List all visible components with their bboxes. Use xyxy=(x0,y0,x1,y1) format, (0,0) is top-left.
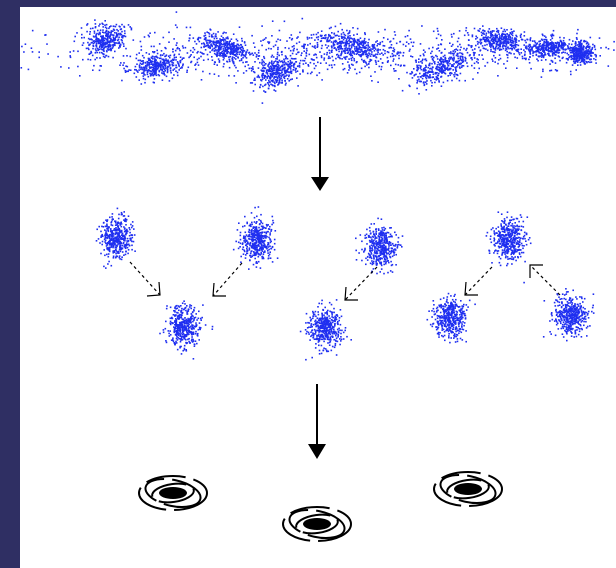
clump-4 xyxy=(355,217,404,275)
arrow-down-2 xyxy=(308,384,326,459)
particle-filament xyxy=(20,11,615,104)
galaxy-1 xyxy=(138,475,208,511)
merge-arrow-1 xyxy=(129,261,161,297)
galaxy-2 xyxy=(282,506,352,542)
filament-knot-8 xyxy=(514,28,601,62)
clump-5 xyxy=(299,299,352,361)
merge-arrow-4 xyxy=(464,266,493,296)
structure-formation-diagram xyxy=(20,7,616,568)
filament-knot-2 xyxy=(121,47,191,85)
arrow-down-1 xyxy=(311,117,329,191)
galaxy-3 xyxy=(433,471,503,507)
clump-3 xyxy=(159,300,214,360)
filament-knot-5 xyxy=(314,26,404,69)
filament-knot-1 xyxy=(69,19,135,61)
clump-1 xyxy=(95,207,136,269)
filament-knot-4 xyxy=(242,53,306,104)
filament-knot-7 xyxy=(463,25,544,57)
clump-6 xyxy=(485,211,532,284)
clump-8 xyxy=(542,288,595,342)
filament-knot-6 xyxy=(398,43,478,95)
merge-arrows xyxy=(129,261,561,301)
merge-arrow-3 xyxy=(344,266,378,301)
filament-knot-9 xyxy=(564,38,597,66)
merge-arrow-2 xyxy=(212,262,243,297)
panel-background xyxy=(20,7,616,568)
filament-knot-3 xyxy=(182,26,263,68)
merge-arrow-5 xyxy=(529,264,561,296)
particle-clumps xyxy=(95,206,595,361)
diagram-panel xyxy=(20,7,616,568)
galaxies xyxy=(138,471,503,542)
clump-2 xyxy=(232,206,279,270)
clump-7 xyxy=(426,292,476,344)
